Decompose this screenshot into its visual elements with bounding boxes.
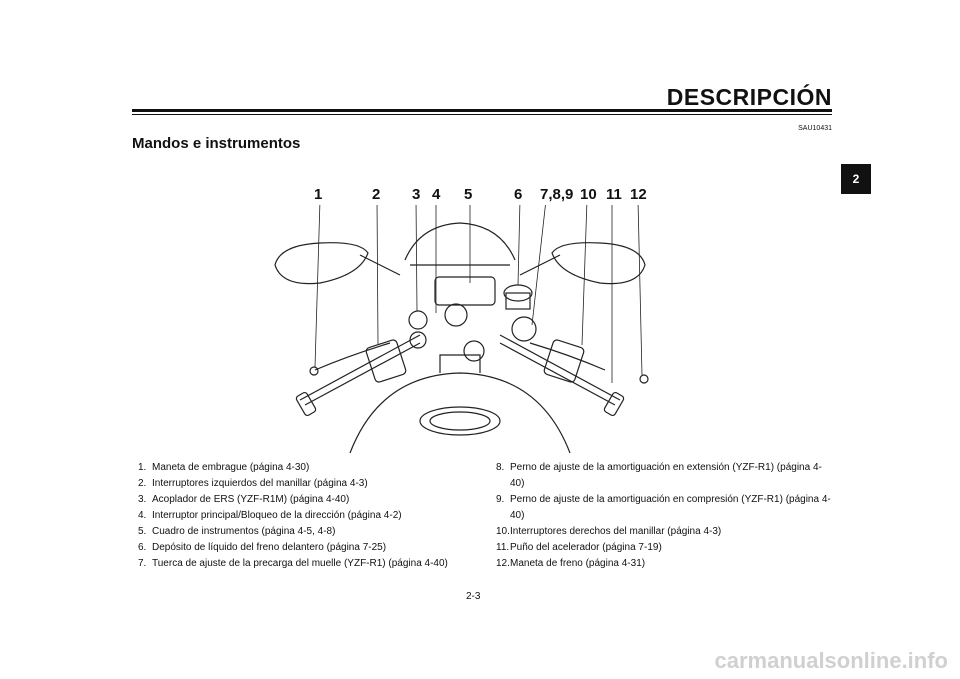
footer-watermark: carmanualsonline.info bbox=[714, 648, 949, 673]
list-item: 12.Maneta de freno (página 4-31) bbox=[496, 558, 646, 569]
list-item: 4.Interruptor principal/Bloqueo de la di… bbox=[138, 510, 402, 521]
document-code: SAU10431 bbox=[798, 125, 832, 132]
callout-10: 10 bbox=[580, 186, 597, 203]
list-item: 3.Acoplador de ERS (YZF-R1M) (página 4-4… bbox=[138, 494, 350, 505]
page-number: 2-3 bbox=[466, 591, 481, 602]
list-item: 8.Perno de ajuste de la amortiguación en… bbox=[496, 462, 822, 489]
callout-12: 12 bbox=[630, 186, 647, 203]
chapter-tab[interactable]: 2 bbox=[841, 164, 871, 194]
list-item: 2.Interruptores izquierdos del manillar … bbox=[138, 478, 368, 489]
callout-5: 5 bbox=[464, 186, 473, 203]
callout-11: 11 bbox=[606, 186, 622, 203]
legend-right: 8.Perno de ajuste de la amortiguación en… bbox=[496, 460, 836, 572]
list-item: 9.Perno de ajuste de la amortiguación en… bbox=[496, 494, 831, 521]
list-item: 6.Depósito de líquido del freno delanter… bbox=[138, 542, 387, 553]
callout-3: 3 bbox=[412, 186, 421, 203]
legend-left: 1.Maneta de embrague (página 4-30) 2.Int… bbox=[138, 460, 468, 572]
callout-1: 1 bbox=[314, 186, 323, 203]
list-item: 1.Maneta de embrague (página 4-30) bbox=[138, 462, 310, 473]
section-title: Mandos e instrumentos bbox=[132, 135, 301, 152]
list-item: 7.Tuerca de ajuste de la precarga del mu… bbox=[138, 558, 448, 569]
callout-4: 4 bbox=[432, 186, 441, 203]
callout-6: 6 bbox=[514, 186, 523, 203]
list-item: 11.Puño del acelerador (página 7-19) bbox=[496, 542, 662, 553]
list-item: 10.Interruptores derechos del manillar (… bbox=[496, 526, 722, 537]
list-item: 5.Cuadro de instrumentos (página 4-5, 4-… bbox=[138, 526, 336, 537]
callout-7-8-9: 7,8,9 bbox=[540, 186, 574, 203]
callout-2: 2 bbox=[372, 186, 381, 203]
header-rule-thin bbox=[132, 114, 832, 115]
page-title: DESCRIPCIÓN bbox=[666, 84, 832, 110]
header-rule bbox=[132, 109, 832, 112]
motorcycle-controls-diagram bbox=[274, 205, 649, 454]
